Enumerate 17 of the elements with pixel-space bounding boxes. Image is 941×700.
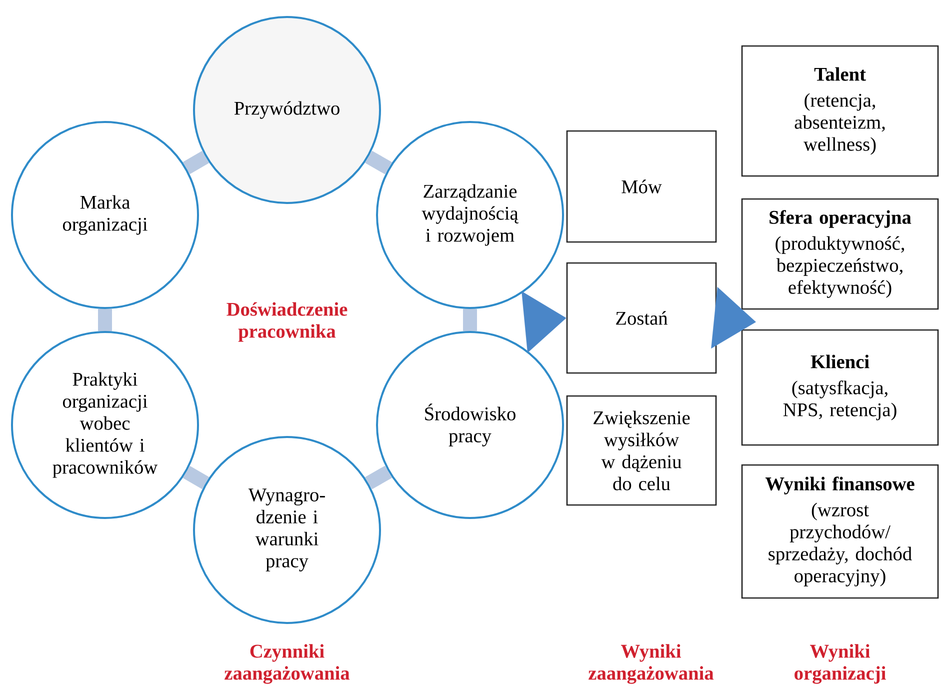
connector-bar	[182, 466, 210, 490]
result-box: Sfera operacyjna (produktywność, bezpieczeństwo, efektywność)	[741, 198, 939, 310]
result-box: Wyniki finansowe (wzrost przychodów/ sprzedaży, dochód operacyjny)	[741, 464, 939, 599]
section-heading: Wyniki zaangażowania	[588, 644, 714, 684]
result-box: Talent (retencja, absenteizm, wellness)	[741, 45, 939, 177]
connector-bar	[463, 309, 477, 331]
section-heading: Doświadczenie pracownika	[226, 302, 348, 342]
result-box: Zostań	[566, 262, 717, 374]
result-box: Zwiększenie wysiłków w dążeniu do celu	[566, 395, 717, 506]
section-heading: Czynniki zaangażowania	[224, 644, 350, 684]
section-heading: Wyniki organizacji	[794, 644, 886, 684]
connector-bar	[365, 150, 392, 174]
result-box: Klienci (satysfkacja, NPS, retencja)	[741, 329, 939, 446]
connector-bar	[365, 466, 392, 490]
connector-bar	[98, 309, 112, 331]
connector-bar	[182, 150, 210, 174]
result-box: Mów	[566, 130, 717, 243]
